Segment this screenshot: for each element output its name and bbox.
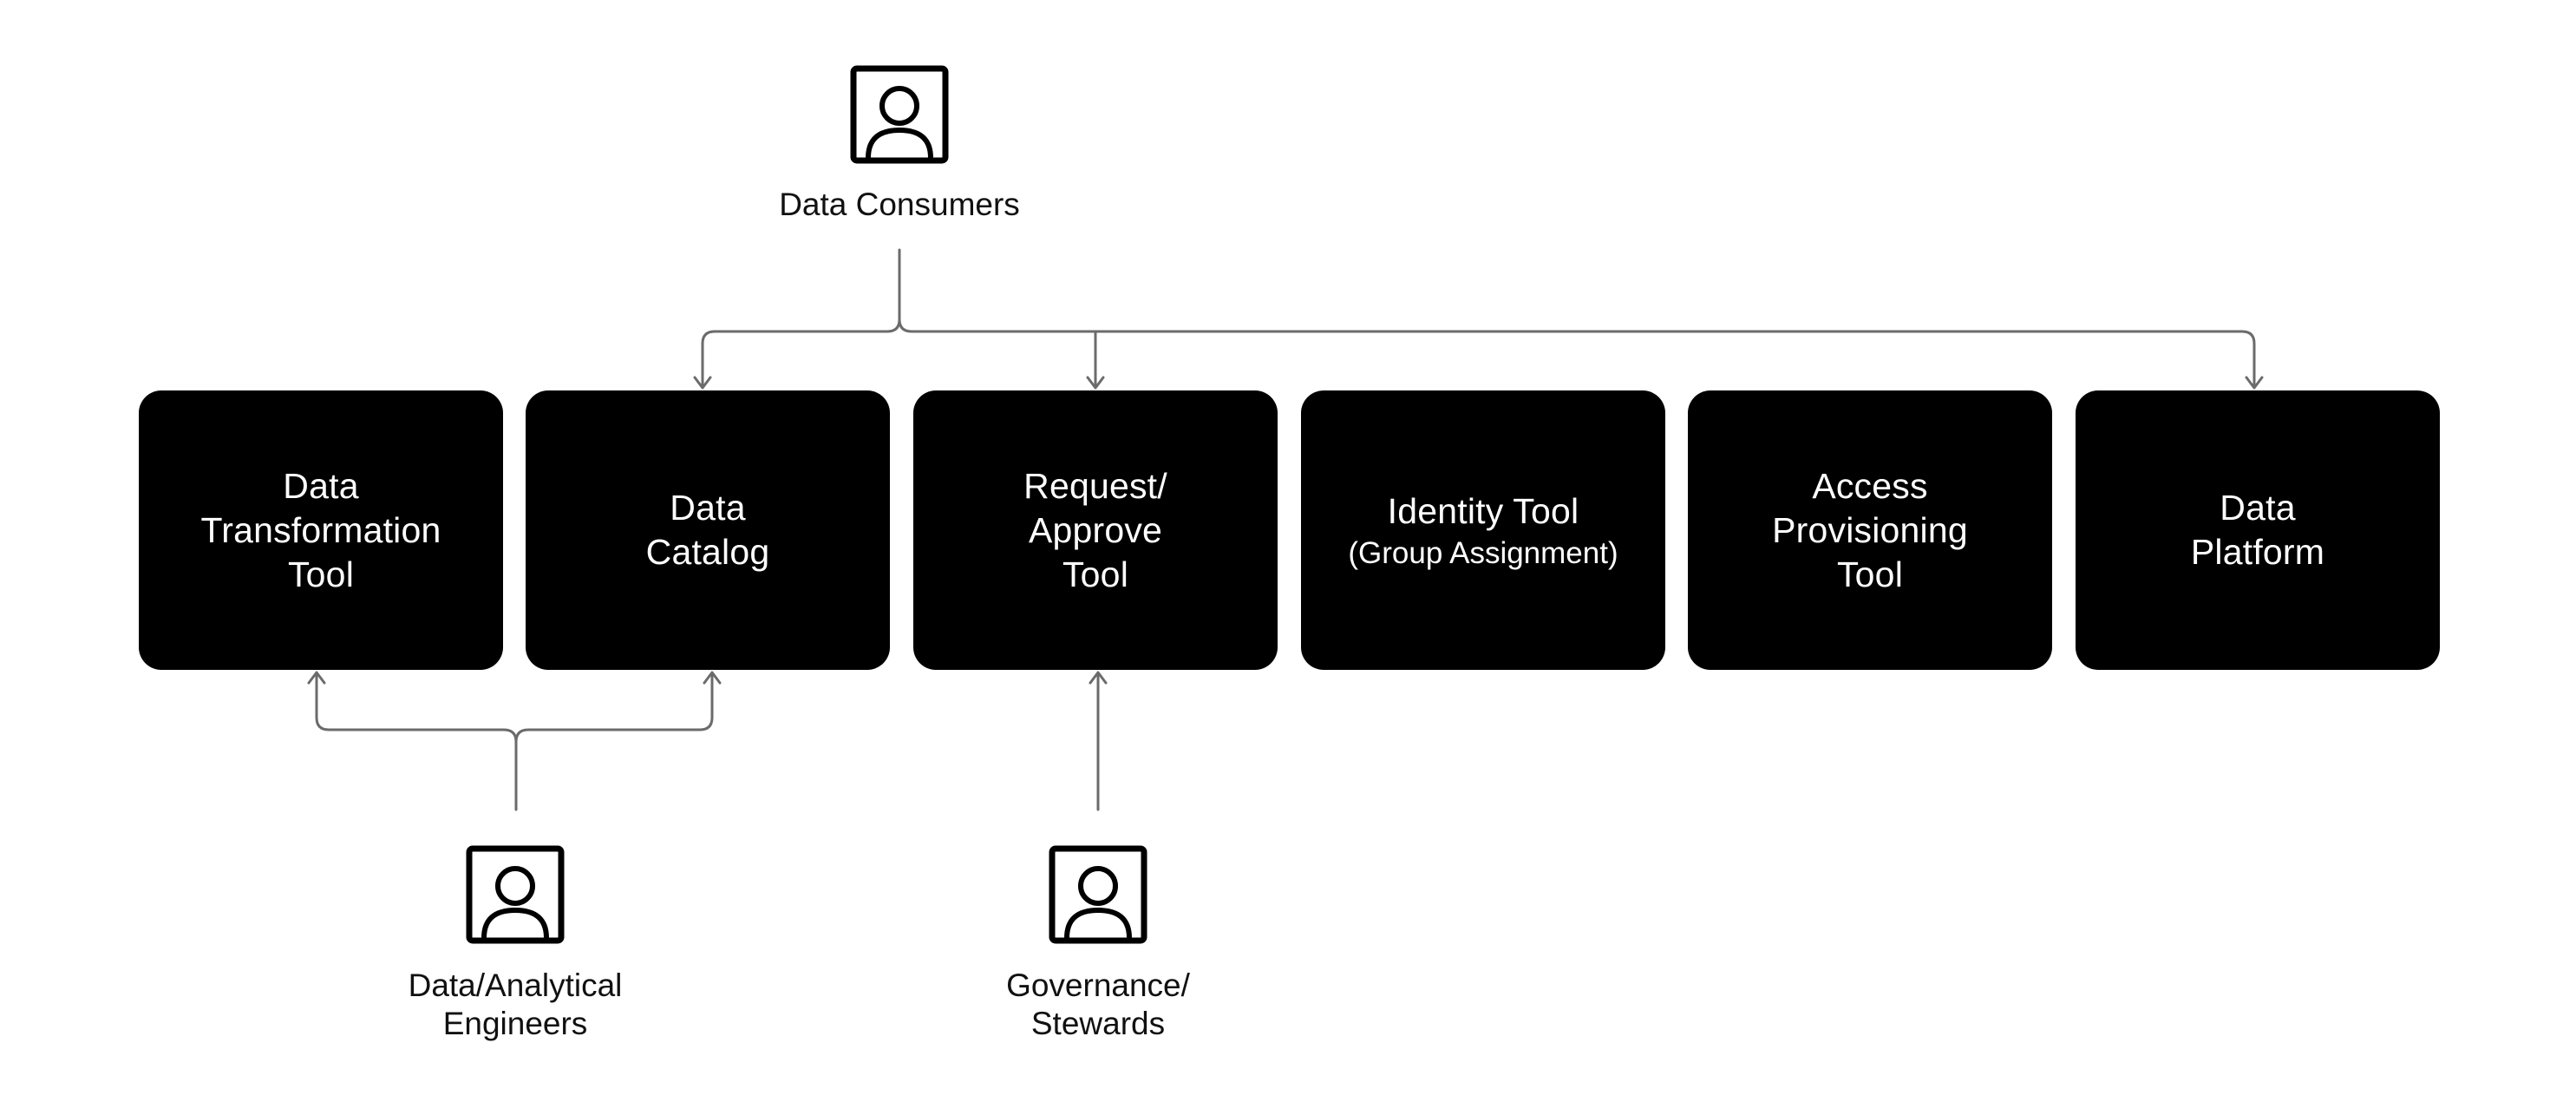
- box-label-line: Access: [1812, 465, 1928, 506]
- data-catalog-box[interactable]: Data Catalog: [526, 390, 890, 670]
- box-label-line: Data: [2220, 488, 2296, 528]
- box-label-line: Catalog: [645, 532, 770, 572]
- data-engineers-label: Data/Analytical Engineers: [316, 967, 715, 1043]
- engineers-to-transform-line: [315, 672, 518, 744]
- data-consumers-label-text: Data Consumers: [779, 187, 1020, 222]
- box-label-line: Approve: [1028, 509, 1163, 550]
- box-sublabel: (Group Assignment): [1348, 535, 1618, 570]
- access-provisioning-tool-box[interactable]: Access Provisioning Tool: [1688, 390, 2052, 670]
- box-label-line: Tool: [1836, 554, 1903, 594]
- box-label-line: Provisioning: [1772, 509, 1968, 550]
- identity-tool-box[interactable]: Identity Tool (Group Assignment): [1301, 390, 1665, 670]
- data-transformation-tool-box[interactable]: Data Transformation Tool: [139, 390, 503, 670]
- box-label-line: Data: [283, 465, 359, 506]
- data-engineers-label-line: Data/Analytical: [408, 968, 623, 1003]
- consumers-to-catalog-line: [701, 318, 901, 389]
- data-platform-box[interactable]: Data Platform: [2076, 390, 2440, 670]
- engineers-to-catalog-line: [514, 672, 714, 744]
- arrowhead-transform-icon: [307, 671, 326, 685]
- person-icon: [850, 65, 949, 164]
- person-icon: [466, 845, 565, 944]
- box-label-line: Platform: [2190, 532, 2325, 572]
- data-consumers-label: Data Consumers: [700, 186, 1099, 224]
- arrowhead-catalog-up-icon: [703, 671, 722, 685]
- person-icon: [1049, 845, 1147, 944]
- arrowhead-request-up-icon: [1089, 671, 1108, 685]
- governance-stewards-label-line: Governance/: [1006, 968, 1190, 1003]
- box-label-line: Tool: [287, 554, 354, 594]
- request-approve-tool-box[interactable]: Request/ Approve Tool: [913, 390, 1278, 670]
- arrowhead-catalog-icon: [693, 376, 712, 390]
- arrowhead-request-icon: [1086, 376, 1105, 390]
- data-engineers-label-line: Engineers: [442, 1006, 588, 1041]
- consumers-trunk-line: [898, 248, 2256, 389]
- box-label-line: Data: [670, 488, 746, 528]
- arrowhead-platform-icon: [2245, 376, 2264, 390]
- box-label-line: Identity Tool: [1387, 490, 1579, 531]
- governance-stewards-label: Governance/ Stewards: [899, 967, 1298, 1043]
- box-label-line: Transformation: [200, 509, 441, 550]
- governance-stewards-label-line: Stewards: [1030, 1006, 1166, 1041]
- box-label-line: Request/: [1023, 465, 1167, 506]
- box-label-line: Tool: [1062, 554, 1128, 594]
